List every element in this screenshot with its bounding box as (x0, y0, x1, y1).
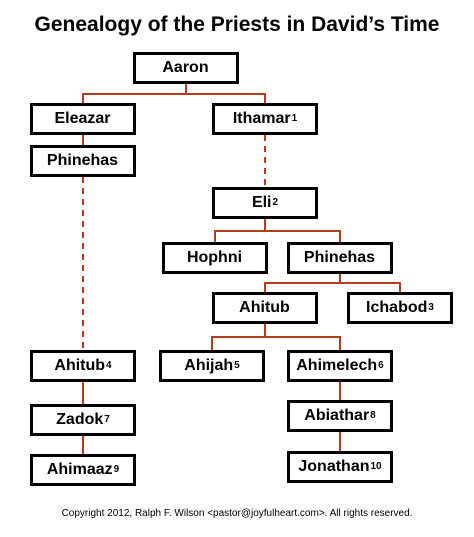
footnote-marker: 9 (113, 463, 120, 475)
connector-eli-hophni (214, 219, 266, 242)
node-ahitub-son-of-phinehas: Ahitub (212, 292, 318, 324)
connector-aaron-eleazar (82, 84, 187, 103)
node-hophni: Hophni (162, 242, 268, 274)
node-label: Phinehas (303, 249, 376, 266)
node-label: Ahijah (184, 357, 234, 374)
connector-phinehas_2-ahitub_1 (264, 274, 341, 292)
node-phinehas-son-of-eli: Phinehas (287, 242, 393, 274)
connector-aaron-ithamar (185, 84, 266, 103)
connector-phinehas_2-ichabod (339, 274, 401, 292)
node-label: Ahimelech (296, 357, 378, 374)
node-label: Eleazar (54, 110, 111, 127)
node-aaron: Aaron (133, 52, 239, 84)
footnote-marker: 1 (291, 112, 298, 124)
node-label: Ahitub (54, 357, 106, 374)
copyright-notice: Copyright 2012, Ralph F. Wilson <pastor@… (61, 508, 413, 519)
node-label: Ahimaaz (46, 461, 113, 478)
node-eleazar: Eleazar (30, 103, 136, 135)
footnote-marker: 4 (106, 359, 112, 371)
node-label: Ichabod (366, 299, 428, 316)
node-label: Jonathan (298, 458, 370, 475)
node-label: Eli (251, 194, 272, 211)
node-label: Aaron (162, 59, 209, 76)
diagram-title: Genealogy of the Priests in David’s Time (34, 13, 440, 36)
footnote-marker: 10 (370, 460, 382, 472)
node-label: Hophni (186, 249, 243, 266)
node-label: Ahitub (239, 299, 290, 316)
node-label: Ithamar (232, 110, 291, 127)
footnote-marker: 2 (272, 196, 279, 208)
footnote-marker: 5 (234, 359, 240, 371)
footnote-marker: 3 (428, 301, 434, 313)
connector-ahitub_1-ahijah (211, 324, 266, 350)
connector-eli-phinehas_2 (264, 219, 341, 242)
connector-ahitub_1-ahimelech (264, 324, 341, 350)
node-label: Zadok (56, 411, 104, 428)
footnote-marker: 6 (378, 359, 384, 371)
footnote-marker: 8 (370, 409, 376, 421)
node-label: Phinehas (46, 152, 119, 169)
node-label: Abiathar (304, 407, 370, 424)
node-phinehas-son-of-eleazar: Phinehas (30, 145, 136, 177)
footnote-marker: 7 (104, 413, 110, 425)
